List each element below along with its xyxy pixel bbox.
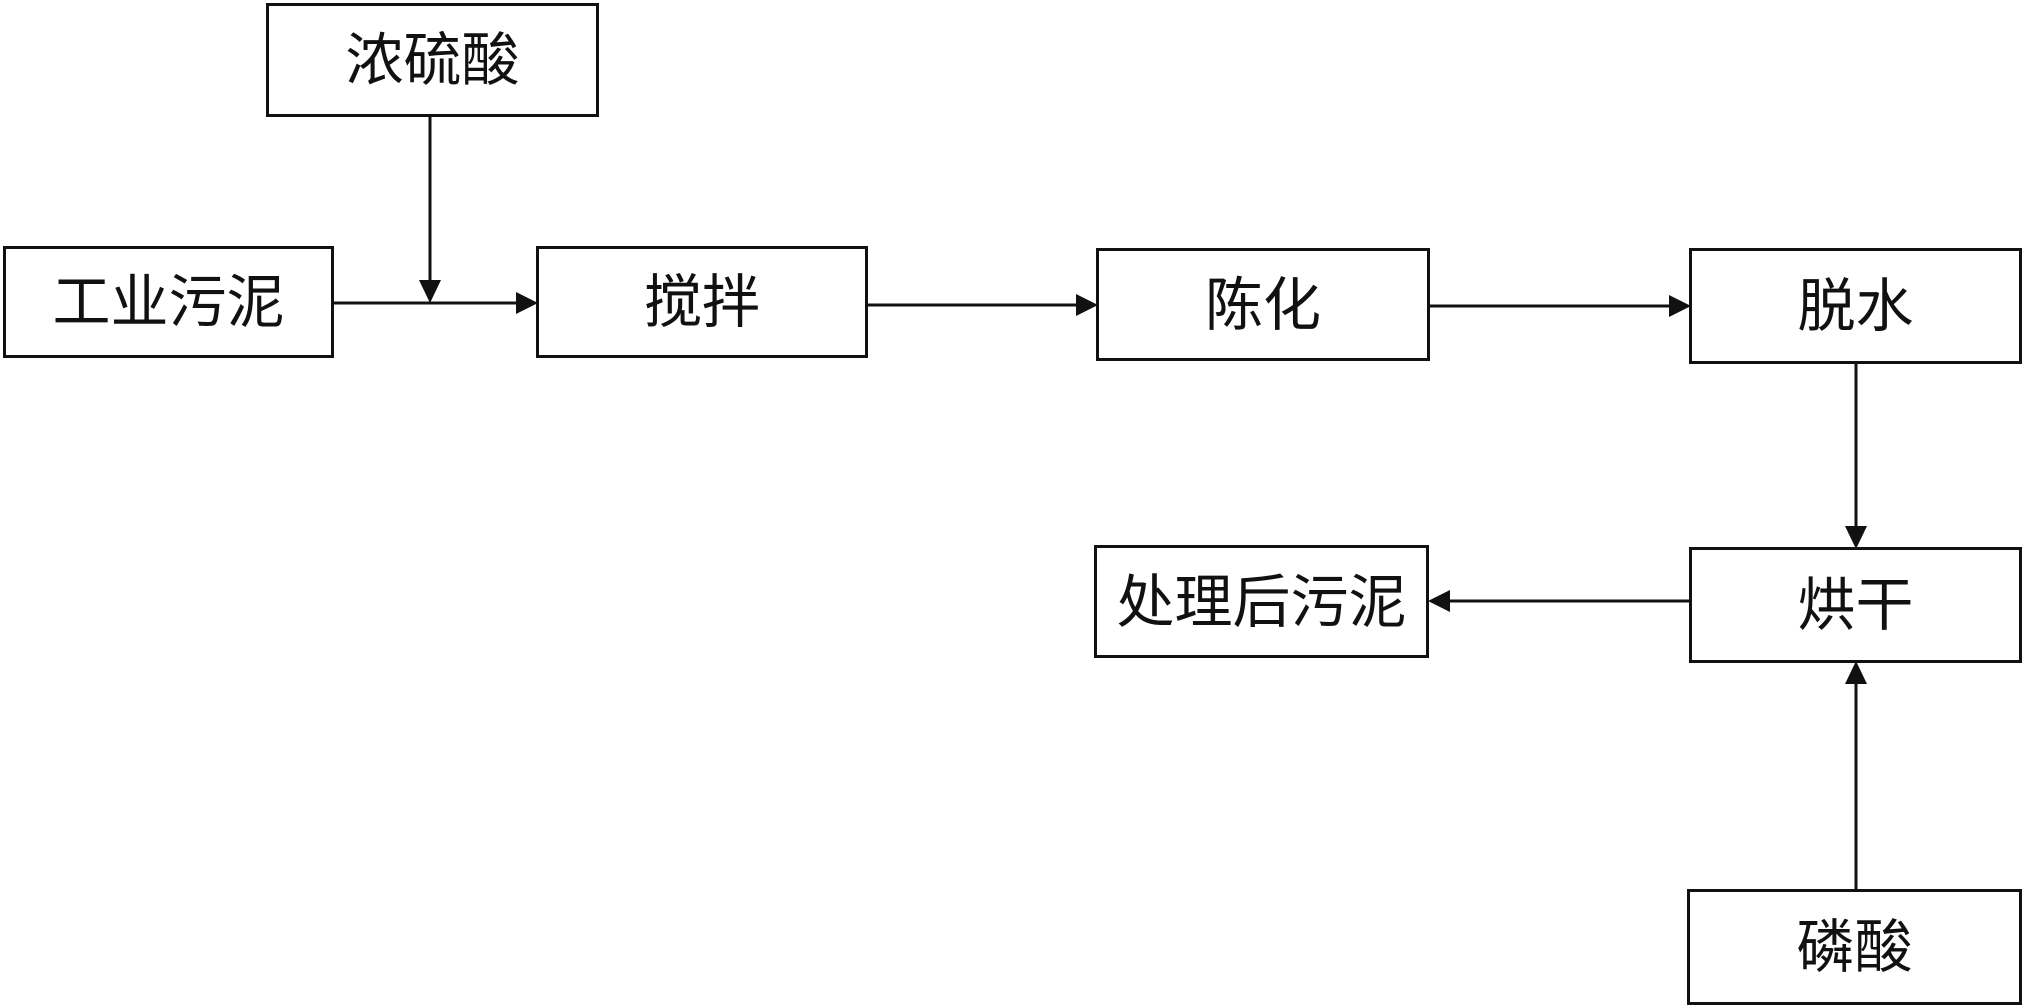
arrow-head-up [1845, 661, 1867, 684]
node-industrial-sludge: 工业污泥 [3, 246, 334, 358]
node-concentrated-sulfuric-acid: 浓硫酸 [266, 3, 599, 117]
node-aging: 陈化 [1096, 248, 1430, 361]
node-dewatering: 脱水 [1689, 248, 2022, 364]
node-stirring: 搅拌 [536, 246, 868, 358]
arrow-head-right [1669, 295, 1691, 317]
node-drying: 烘干 [1689, 547, 2022, 663]
arrow-head-right [1076, 294, 1098, 316]
node-phosphoric-acid: 磷酸 [1687, 889, 2022, 1005]
node-treated-sludge: 处理后污泥 [1094, 545, 1429, 658]
arrow-head-left [1428, 590, 1450, 612]
arrow-head-right [516, 292, 538, 314]
arrow-head-down [419, 280, 441, 303]
arrow-head-down [1845, 526, 1867, 549]
